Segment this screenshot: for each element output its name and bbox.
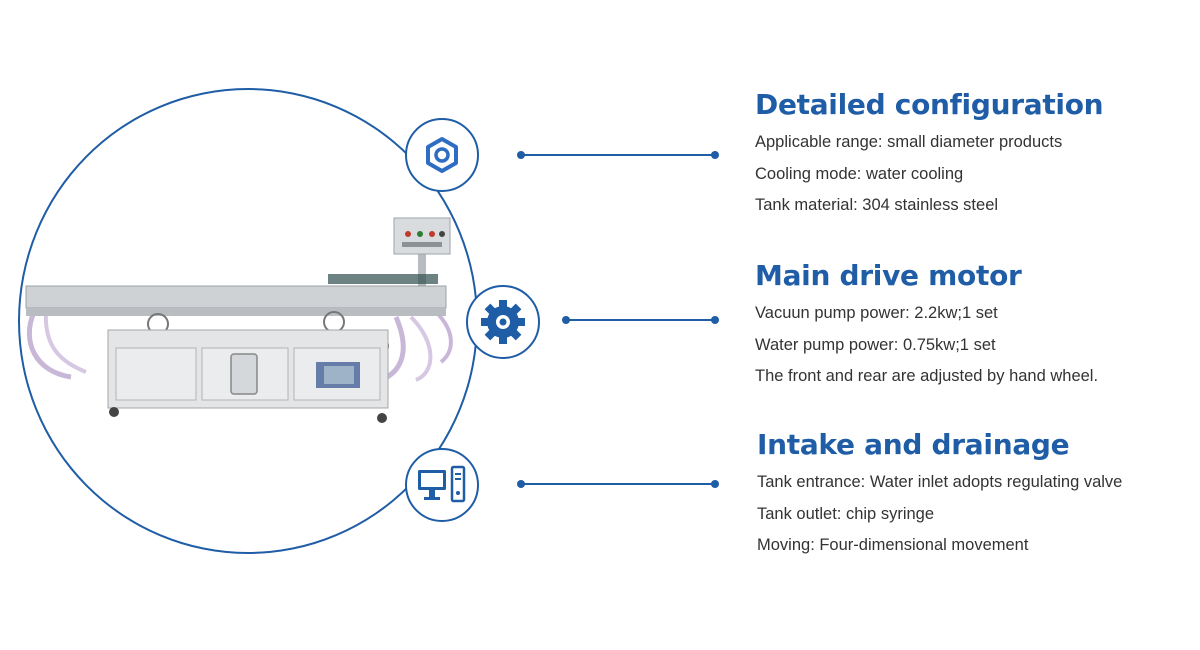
gear-icon [481,300,525,344]
spec-item: Moving: Four-dimensional movement [757,536,1029,554]
connector-line-configuration [517,151,719,159]
desktop-computer-icon [418,465,466,503]
badge-intake [405,448,479,522]
spec-item: Tank entrance: Water inlet adopts regula… [757,473,1123,491]
badge-configuration [405,118,479,192]
section-intake-and-drainage: Intake and drainage Tank entrance: Water… [757,428,1122,562]
section-main-drive-motor: Main drive motor Vacuun pump power: 2.2k… [755,259,1098,393]
connector-line-intake [517,480,719,488]
spec-item: Tank outlet: chip syringe [757,504,935,523]
spec-item: Applicable range: small diameter product… [755,133,1063,151]
section-detailed-configuration: Detailed configuration Applicable range:… [755,88,1104,222]
spec-item: Vacuun pump power: 2.2kw;1 set [755,304,998,322]
hexagon-nut-icon [426,137,458,173]
section-title: Detailed configuration [755,88,1104,121]
section-title: Intake and drainage [757,428,1070,461]
spec-item: Water pump power: 0.75kw;1 set [755,335,996,354]
spec-item: Tank material: 304 stainless steel [755,196,999,214]
spec-item: Cooling mode: water cooling [755,164,964,183]
connector-line-motor [562,316,719,324]
badge-motor [466,285,540,359]
spec-item: The front and rear are adjusted by hand … [755,367,1099,385]
section-title: Main drive motor [755,259,1022,292]
vacuum-sizing-tank-machine-image [25,217,453,423]
